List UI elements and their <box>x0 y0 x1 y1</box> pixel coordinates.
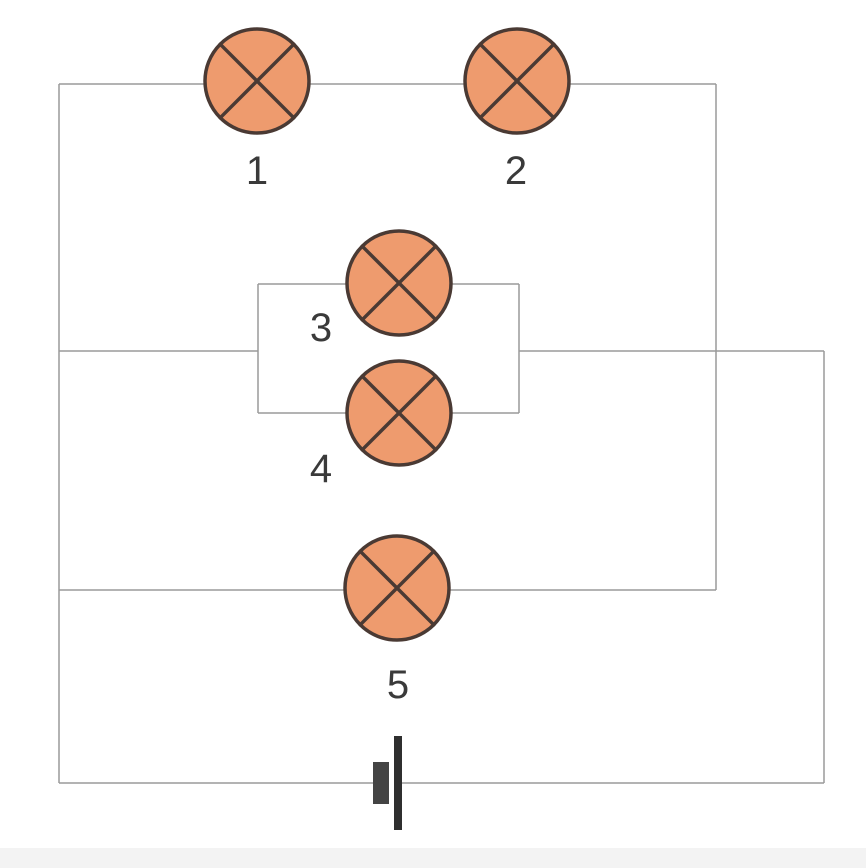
lamp-5-cross-b <box>358 549 436 627</box>
lamp-3-label: 3 <box>310 306 332 350</box>
circuit-svg: 1 2 3 4 5 <box>58 27 825 830</box>
lamp-3: 3 <box>310 229 453 350</box>
lamp-5-label: 5 <box>387 663 409 707</box>
lamp-1-label: 1 <box>246 149 268 193</box>
lamp-5: 5 <box>343 534 451 707</box>
battery-positive-plate <box>394 736 402 830</box>
lamp-4-label: 4 <box>310 447 332 491</box>
lamp-1: 1 <box>203 27 311 193</box>
lamp-4: 4 <box>310 359 453 491</box>
lamp-1-cross-b <box>218 42 296 120</box>
bottom-band <box>0 848 866 868</box>
battery-negative-plate <box>373 762 389 804</box>
wires <box>58 83 825 784</box>
lamp-2-label: 2 <box>505 149 527 193</box>
lamp-3-cross-b <box>360 244 438 322</box>
lamp-2: 2 <box>463 27 571 193</box>
lamp-2-cross-b <box>478 42 556 120</box>
lamp-4-cross-b <box>360 374 438 452</box>
battery-icon <box>373 736 402 830</box>
